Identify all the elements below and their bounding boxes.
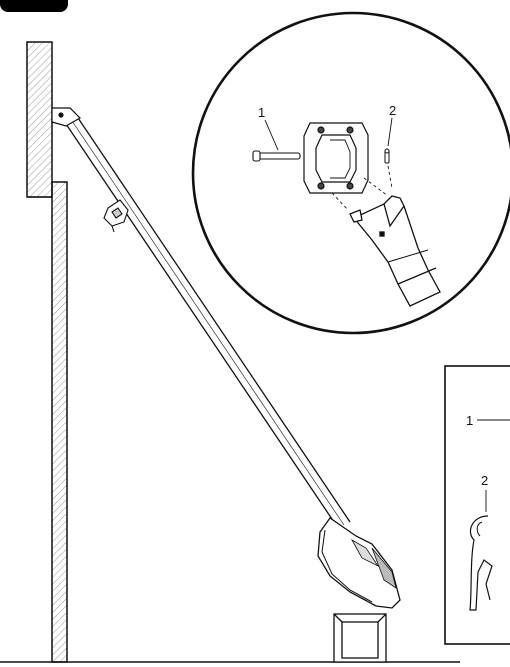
leader-part-1 — [264, 119, 279, 151]
detail-circle: 1 2 — [191, 11, 510, 335]
header-block — [26, 41, 53, 198]
trolley — [103, 199, 129, 233]
leader-part-2 — [387, 117, 393, 147]
wall-column — [51, 181, 68, 663]
hairpin-cotter — [469, 515, 493, 611]
panel-callout-1: 1 — [466, 413, 473, 428]
step-tab — [0, 0, 68, 12]
support-box — [333, 613, 387, 663]
detail-callout-1: 1 — [258, 105, 265, 120]
header-bracket — [51, 107, 81, 127]
alignment-lines — [331, 165, 393, 211]
panel-callout-2: 2 — [481, 473, 488, 488]
parts-panel: 1 2 — [444, 365, 510, 645]
clevis-pin — [252, 150, 301, 162]
motor-unit — [317, 517, 401, 609]
detail-bracket — [303, 122, 369, 194]
detail-rail-end — [349, 195, 441, 307]
detail-callout-2: 2 — [389, 103, 396, 118]
wall-section — [26, 41, 68, 663]
snap-pin — [384, 148, 390, 164]
rail — [61, 111, 351, 529]
